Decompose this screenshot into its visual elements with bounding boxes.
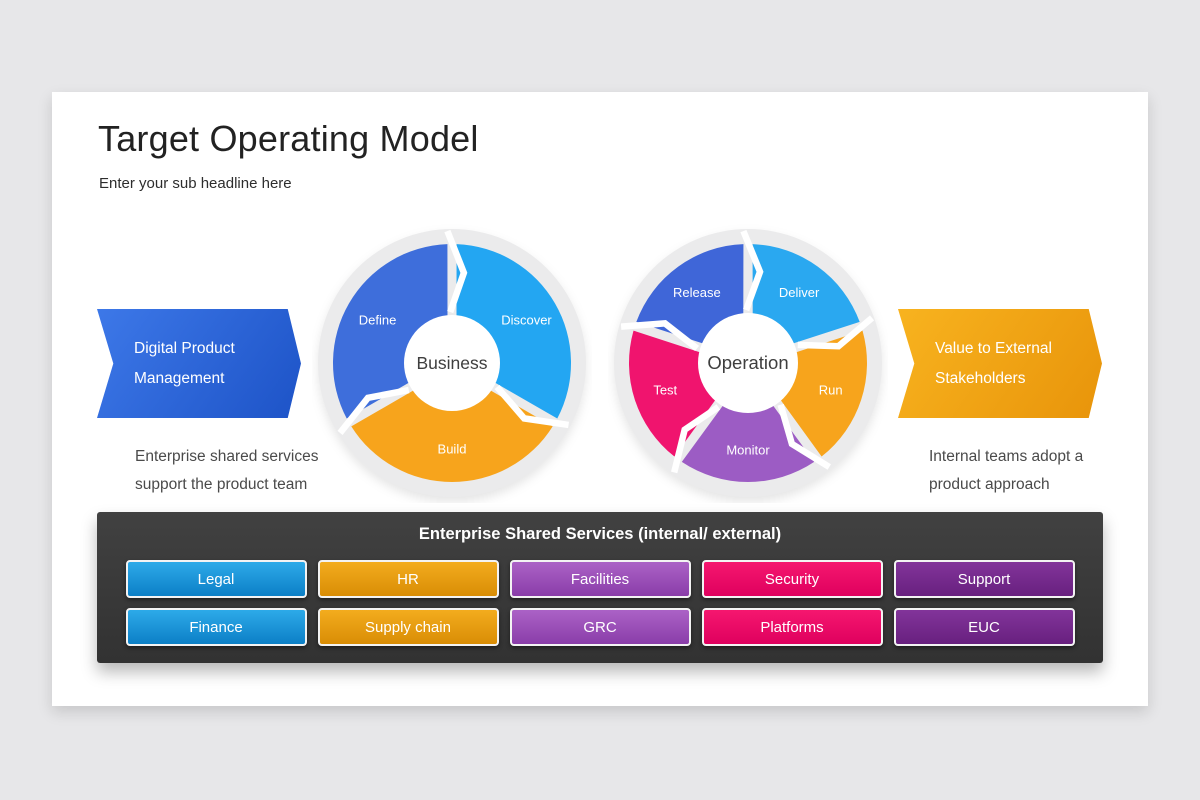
services-row-2: Finance Supply chain GRC Platforms EUC — [97, 608, 1103, 646]
wheel-segment-label: Run — [819, 382, 843, 397]
left-caption: Enterprise shared services support the p… — [135, 443, 319, 499]
wheel-segment-release — [636, 244, 744, 344]
wheel-segment-label: Discover — [501, 313, 552, 328]
wheel-segment-label: Release — [673, 285, 721, 300]
wheel-center-label: Business — [416, 353, 487, 373]
wheel-segment-build — [351, 390, 553, 483]
wheel-segment-label: Build — [438, 442, 467, 457]
cycle-arrow-icon — [337, 386, 410, 435]
cycle-arrow-icon — [494, 384, 570, 429]
service-button-support[interactable]: Support — [893, 560, 1075, 598]
wheel-segment-label: Deliver — [779, 285, 820, 300]
wheel-segment-define — [332, 244, 448, 419]
digital-product-arrow: Digital Product Management — [97, 309, 301, 418]
cycle-arrow-icon — [671, 404, 721, 474]
service-button-platforms[interactable]: Platforms — [701, 608, 883, 646]
external-value-arrow-line1: Value to External — [935, 339, 1052, 357]
right-caption-line1: Internal teams adopt a — [929, 448, 1084, 465]
service-button-facilities[interactable]: Facilities — [509, 560, 691, 598]
service-button-finance[interactable]: Finance — [125, 608, 307, 646]
wheel-segment-discover — [456, 244, 572, 419]
wheel-segment-run — [780, 330, 867, 457]
cycle-arrow-icon — [444, 229, 468, 314]
digital-product-arrow-line1: Digital Product — [134, 339, 235, 357]
external-value-arrow: Value to External Stakeholders — [898, 309, 1102, 418]
digital-product-arrow-line2: Management — [134, 369, 225, 387]
cycle-arrow-icon — [797, 315, 875, 350]
cycle-arrow-icon — [740, 229, 764, 312]
cycle-arrow-icon — [620, 320, 700, 351]
wheel-segment-label: Define — [359, 313, 397, 328]
service-button-legal[interactable]: Legal — [125, 560, 307, 598]
wheel-segment-label: Monitor — [726, 443, 770, 458]
services-row-1: Legal HR Facilities Security Support — [97, 560, 1103, 598]
service-button-security[interactable]: Security — [701, 560, 883, 598]
wheel-segment-deliver — [752, 244, 860, 344]
left-caption-line1: Enterprise shared services — [135, 448, 319, 465]
service-button-supply-chain[interactable]: Supply chain — [317, 608, 499, 646]
service-button-euc[interactable]: EUC — [893, 608, 1075, 646]
right-caption-line2: product approach — [929, 476, 1050, 493]
slide-card: Target Operating Model Enter your sub he… — [52, 92, 1148, 706]
service-button-grc[interactable]: GRC — [509, 608, 691, 646]
wheel-center — [404, 315, 500, 411]
shared-services-title: Enterprise Shared Services (internal/ ex… — [418, 525, 782, 543]
cycle-arrow-icon — [777, 403, 831, 470]
left-caption-line2: support the product team — [135, 476, 308, 493]
wheel-segment-label: Test — [653, 382, 677, 397]
wheel-segment-monitor — [681, 405, 815, 483]
service-button-hr[interactable]: HR — [317, 560, 499, 598]
right-caption: Internal teams adopt a product approach — [929, 443, 1083, 499]
page-title: Target Operating Model — [98, 118, 479, 159]
wheel-center — [698, 313, 798, 413]
page-subtitle: Enter your sub headline here — [99, 175, 292, 192]
wheel-center-label: Operation — [707, 352, 788, 373]
shared-services-panel: Enterprise Shared Services (internal/ ex… — [97, 512, 1103, 663]
external-value-arrow-line2: Stakeholders — [935, 369, 1026, 387]
